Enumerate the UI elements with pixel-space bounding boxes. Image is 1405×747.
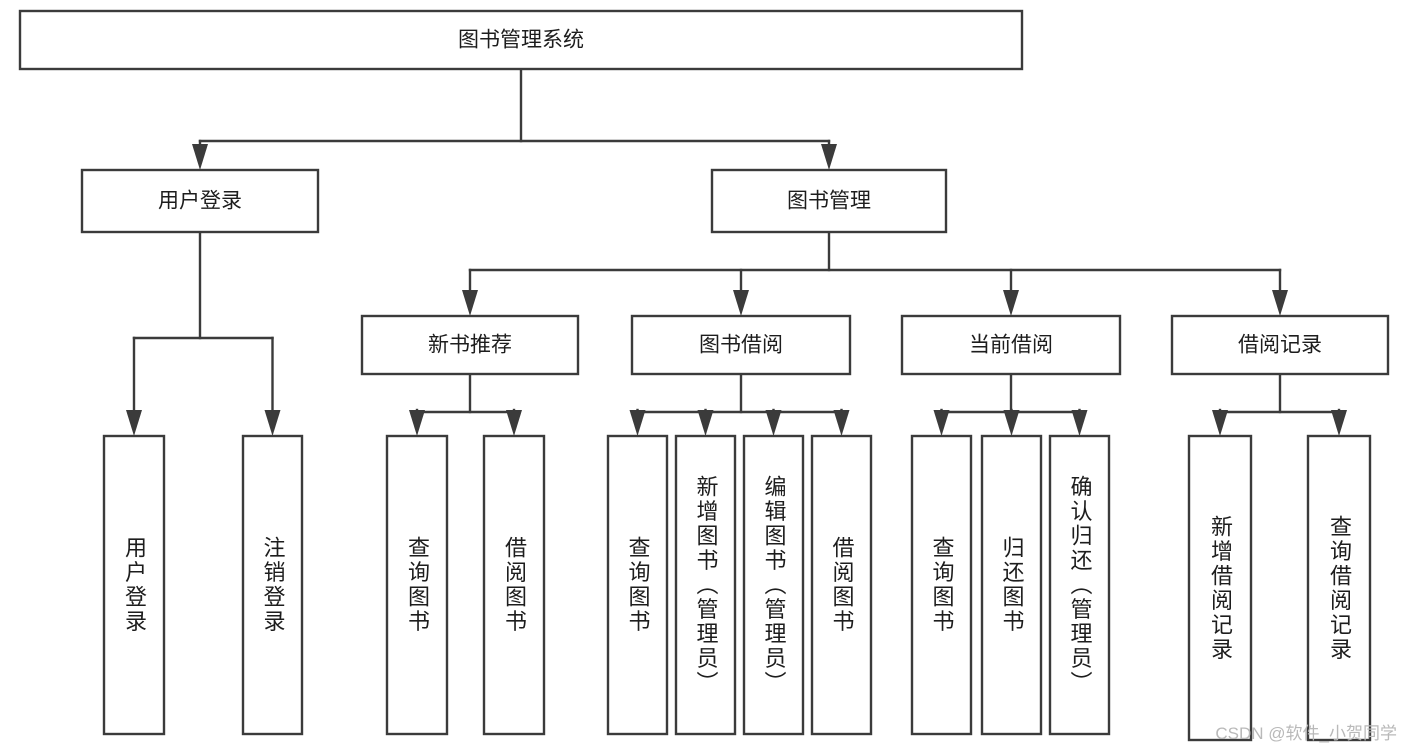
arrow-down-icon-leaf-4	[629, 410, 646, 436]
arrow-down-icon-leaf-7	[833, 410, 850, 436]
node-label-借阅记录: 借阅记录	[1238, 334, 1322, 357]
node-box-借阅记录[interactable]	[1170, 314, 1390, 376]
node-box-leaf-11[interactable]	[1187, 434, 1253, 742]
arrow-down-icon-leaf-2	[409, 410, 425, 436]
node-box-leaf-3[interactable]	[482, 434, 546, 736]
node-box-leaf-8[interactable]	[910, 434, 973, 736]
arrow-down-icon-level2-1	[821, 144, 837, 170]
node-box-leaf-6[interactable]	[742, 434, 805, 736]
node-box-leaf-10[interactable]	[1048, 434, 1111, 736]
arrow-down-icon-leaf-12	[1331, 410, 1347, 436]
node-box-新书推荐[interactable]	[360, 314, 580, 376]
node-label-用户登录: 用户登录	[158, 190, 242, 213]
node-box-leaf-12[interactable]	[1306, 434, 1372, 742]
node-box-leaf-4[interactable]	[606, 434, 669, 736]
node-box-当前借阅[interactable]	[900, 314, 1122, 376]
node-label-root: 图书管理系统	[458, 29, 584, 52]
node-box-leaf-2[interactable]	[385, 434, 449, 736]
arrow-down-icon-level3-0	[462, 290, 478, 316]
arrow-down-icon-leaf-11	[1212, 410, 1228, 436]
arrow-down-icon-leaf-9	[1003, 410, 1020, 436]
arrow-down-icon-leaf-1	[264, 410, 281, 436]
csdn-watermark: CSDN @软件_小贺同学	[1215, 724, 1397, 743]
node-box-leaf-0[interactable]	[102, 434, 166, 736]
node-label-当前借阅: 当前借阅	[969, 334, 1053, 357]
node-box-leaf-7[interactable]	[810, 434, 873, 736]
arrow-down-icon-leaf-8	[933, 410, 950, 436]
arrow-down-icon-level3-1	[733, 290, 749, 316]
node-box-图书管理[interactable]	[710, 168, 948, 234]
node-box-用户登录[interactable]	[80, 168, 320, 234]
arrow-down-icon-leaf-3	[506, 410, 522, 436]
node-label-新书推荐: 新书推荐	[428, 334, 512, 357]
connectors-layer	[126, 67, 1347, 436]
node-box-root[interactable]	[18, 9, 1024, 71]
node-label-图书管理: 图书管理	[787, 190, 871, 213]
node-box-leaf-9[interactable]	[980, 434, 1043, 736]
arrow-down-icon-leaf-5	[697, 410, 714, 436]
arrow-down-icon-level3-3	[1272, 290, 1288, 316]
node-box-leaf-5[interactable]	[674, 434, 737, 736]
arrow-down-icon-level3-2	[1003, 290, 1019, 316]
arrow-down-icon-leaf-6	[765, 410, 782, 436]
node-box-图书借阅[interactable]	[630, 314, 852, 376]
arrow-down-icon-leaf-10	[1071, 410, 1088, 436]
node-label-图书借阅: 图书借阅	[699, 334, 783, 357]
arrow-down-icon-level2-0	[192, 144, 208, 170]
arrow-down-icon-leaf-0	[126, 410, 142, 436]
boxes-layer	[18, 9, 1390, 742]
node-box-leaf-1[interactable]	[241, 434, 304, 736]
